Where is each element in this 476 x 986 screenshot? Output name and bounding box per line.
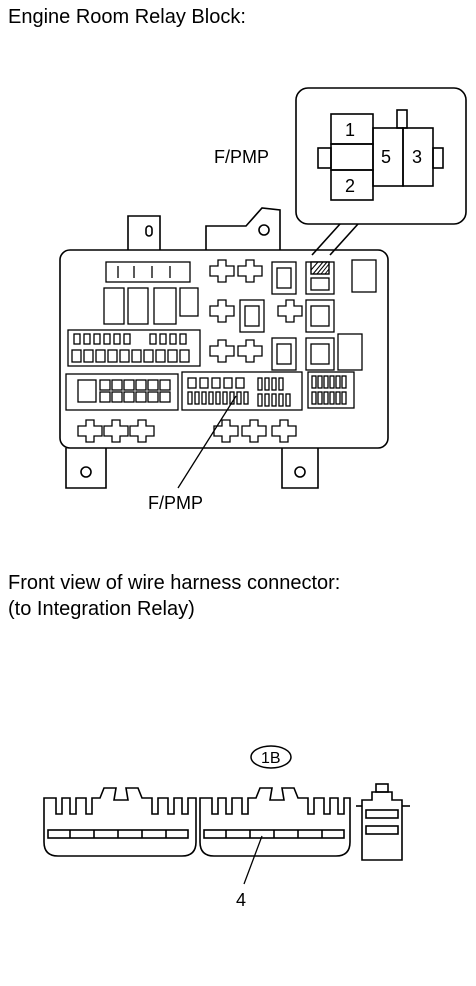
right-fuse-cluster: [311, 375, 347, 405]
connector-1b-housing: [199, 787, 351, 857]
pin4-leader-line: [243, 835, 263, 885]
relay-block-internals: [65, 259, 377, 443]
relay-terminal-2: 2: [345, 176, 355, 196]
connector-small-housing: [356, 783, 410, 861]
relay-terminal-5: 5: [381, 147, 391, 167]
cross-sockets: [77, 259, 303, 443]
fpmp-label-bottom: F/PMP: [148, 493, 204, 513]
pin-label-4: 4: [236, 890, 246, 910]
fpmp-leader-line: [177, 395, 237, 489]
connector-code-badge: [250, 745, 292, 769]
relay-block-title: Engine Room Relay Block:: [8, 6, 246, 28]
fuse-strip: [187, 377, 291, 407]
connector-code-text: 1B: [261, 750, 281, 767]
fpmp-relay-highlight: [310, 261, 330, 275]
connector-left-housing: [43, 787, 197, 857]
fpmp-label-top: F/PMP: [214, 147, 270, 167]
left-connector-pins: [71, 333, 190, 363]
relay-block-outline: [59, 207, 389, 489]
relay-detail-callout: [295, 87, 467, 256]
connector-title-line2: (to Integration Relay): [8, 598, 195, 620]
lower-left-pins: [99, 379, 171, 403]
relay-terminal-1: 1: [345, 120, 355, 140]
connector-title-line1: Front view of wire harness connector:: [8, 572, 341, 594]
relay-terminal-3: 3: [412, 147, 422, 167]
